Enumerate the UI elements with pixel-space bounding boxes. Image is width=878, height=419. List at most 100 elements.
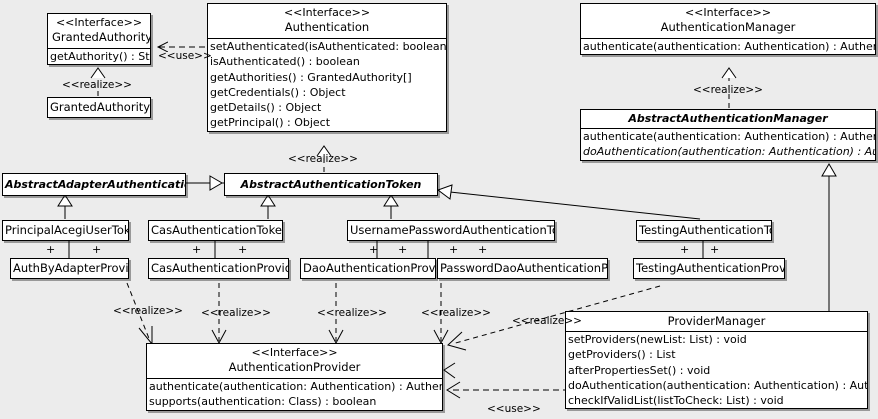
multiplicity-upat-4: + [478,243,488,256]
class-box-abstract-authentication-token[interactable]: AbstractAuthenticationToken [224,173,438,196]
operation-check-if-valid-list: checkIfValidList(listToCheck: List) : vo… [568,394,784,408]
multiplicity-tat-right: + [710,243,720,256]
generalization-arrowhead-aat-right [436,184,453,200]
generalization-arrowhead-aat-left [209,175,223,191]
operation-authenticate: authenticate(authentication: Authenticat… [149,380,442,393]
class-box-auth-by-adapter-provider[interactable]: AuthByAdapterProvider [10,258,129,279]
multiplicity-cat-left: + [192,243,202,256]
realize-arrowhead-ap-3 [328,329,344,345]
realize-arrowhead-ap-5 [447,331,467,351]
operations-compartment-authentication-manager: authenticate(authentication: Authenticat… [581,38,875,54]
class-box-testing-authentication-token[interactable]: TestingAuthenticationToken [636,220,772,241]
edge-label-use-granted-authority: <<use>> [158,50,212,62]
operation-supports: supports(authentication: Class) : boolea… [149,395,377,409]
class-header-authentication-manager: <<Interface>> AuthenticationManager [581,4,875,38]
class-name-authentication-manager: AuthenticationManager [660,20,796,34]
generalization-arrowhead-aat-upat [383,194,399,207]
realize-arrowhead-ap-1 [138,326,153,346]
operation-get-authorities: getAuthorities() : GrantedAuthority[] [210,70,412,84]
operation-authenticate: authenticate(authentication: Authenticat… [583,130,875,143]
generalization-arrowhead-aaat [57,194,73,207]
operations-compartment-abstract-authentication-manager: authenticate(authentication: Authenticat… [581,128,875,160]
class-name-authentication: Authentication [284,20,370,34]
stereotype-interface: <<Interface>> [283,6,371,19]
class-name-principal-acegi-user-token: PrincipalAcegiUserToken [5,223,128,237]
operation-get-principal: getPrincipal() : Object [210,116,331,130]
edge-label-realize-provider-manager: <<realize>> [512,315,582,327]
realize-arrowhead-grantedauthority [90,67,106,79]
edge-label-realize-authentication: <<realize>> [288,153,358,165]
edge-label-realize-auth-manager: <<realize>> [693,84,763,96]
realize-arrowhead-ap-2 [211,329,227,345]
class-header-provider-manager: ProviderManager [566,312,867,331]
class-box-dao-authentication-provider[interactable]: DaoAuthenticationProvider [300,258,436,279]
stereotype-interface: <<Interface>> [251,346,338,359]
edge-tat-extends-aat-line [449,191,701,220]
use-arrowhead-ap-upper [443,362,456,379]
class-name-provider-manager: ProviderManager [667,314,766,328]
operation-authenticate: authenticate(authentication: Authenticat… [583,40,875,53]
class-box-cas-authentication-token[interactable]: CasAuthenticationToken [148,220,283,241]
class-name-granted-authority-impl: GrantedAuthorityImpl [50,100,151,114]
class-header-authentication: <<Interface>> Authentication [208,4,446,38]
class-box-authentication-provider[interactable]: <<Interface>> AuthenticationProvider aut… [146,343,443,411]
class-name-testing-authentication-provider: TestingAuthenticationProvider [636,261,785,275]
multiplicity-upat-3: + [449,243,459,256]
class-box-testing-authentication-provider[interactable]: TestingAuthenticationProvider [633,258,785,279]
operation-get-credentials: getCredentials() : Object [210,85,346,99]
class-box-password-dao-authentication-provider[interactable]: PasswordDaoAuthenticationProvider [437,258,608,279]
edge-label-realize-password-dao-provider: <<realize>> [421,307,491,319]
class-name-auth-by-adapter-provider: AuthByAdapterProvider [13,261,129,275]
multiplicity-upat-2: + [398,243,408,256]
edge-label-realize-granted-authority: <<realize>> [62,79,132,91]
class-name-cas-authentication-provider: CasAuthenticationProvider [151,261,289,275]
class-box-abstract-authentication-manager[interactable]: AbstractAuthenticationManager authentica… [580,109,876,161]
operation-set-authenticated: setAuthenticated(isAuthenticated: boolea… [210,40,447,53]
class-box-username-password-authentication-token[interactable]: UsernamePasswordAuthenticationToken [347,220,555,241]
operation-set-providers: setProviders(newList: List) : void [568,333,747,346]
class-box-provider-manager[interactable]: ProviderManager setProviders(newList: Li… [565,311,868,410]
edge-label-realize-cas-provider: <<realize>> [201,307,271,319]
class-name-abstract-adapter-authentication-token: AbstractAdapterAuthenticationToken [5,178,185,191]
use-arrowhead-ap [446,381,461,399]
operations-compartment-authentication-provider: authenticate(authentication: Authenticat… [147,378,442,410]
operation-after-properties-set: afterPropertiesSet() : void [568,363,711,377]
operation-get-providers: getProviders() : List [568,348,676,362]
class-name-granted-authority: GrantedAuthority [52,30,151,44]
operation-get-authority: getAuthority() : String [50,50,150,63]
generalization-arrowhead-aam [821,163,837,177]
operation-do-authentication: doAuthentication(authentication: Authent… [583,145,875,159]
class-box-principal-acegi-user-token[interactable]: PrincipalAcegiUserToken [2,220,129,241]
edge-label-use-provider-manager: <<use>> [487,403,541,415]
class-header-granted-authority: <<Interface>> GrantedAuthority [48,14,150,48]
operation-is-authenticated: isAuthenticated() : boolean [210,55,360,69]
class-name-abstract-authentication-manager: AbstractAuthenticationManager [628,112,828,125]
multiplicity-paut-left: + [46,243,56,256]
multiplicity-tat-left: + [680,243,690,256]
multiplicity-upat-1: + [369,243,379,256]
stereotype-interface: <<Interface>> [684,6,772,19]
operation-get-details: getDetails() : Object [210,101,322,115]
class-box-cas-authentication-provider[interactable]: CasAuthenticationProvider [148,258,289,279]
class-box-abstract-adapter-authentication-token[interactable]: AbstractAdapterAuthenticationToken [2,173,186,196]
edge-label-realize-dao-provider: <<realize>> [317,307,387,319]
class-name-authentication-provider: AuthenticationProvider [228,360,361,374]
edge-label-realize-auth-by-adapter: <<realize>> [113,305,183,317]
multiplicity-paut-right: + [92,243,102,256]
operation-do-authentication: doAuthentication(authentication: Authent… [568,378,868,392]
operations-compartment-granted-authority: getAuthority() : String [48,48,150,64]
class-name-username-password-authentication-token: UsernamePasswordAuthenticationToken [350,223,554,237]
realize-arrowhead-ap-4 [433,329,449,345]
class-header-abstract-authentication-manager: AbstractAuthenticationManager [581,110,875,128]
class-box-granted-authority-impl[interactable]: GrantedAuthorityImpl [47,97,151,118]
class-name-cas-authentication-token: CasAuthenticationToken [151,223,283,237]
class-box-granted-authority[interactable]: <<Interface>> GrantedAuthority getAuthor… [47,13,151,66]
stereotype-interface: <<Interface>> [55,16,143,29]
generalization-arrowhead-aat-cas [260,194,276,207]
multiplicity-cat-right: + [238,243,248,256]
class-box-authentication-manager[interactable]: <<Interface>> AuthenticationManager auth… [580,3,876,56]
operations-compartment-provider-manager: setProviders(newList: List) : void getPr… [566,331,867,408]
class-box-authentication[interactable]: <<Interface>> Authentication setAuthenti… [207,3,447,132]
class-header-authentication-provider: <<Interface>> AuthenticationProvider [147,344,442,378]
